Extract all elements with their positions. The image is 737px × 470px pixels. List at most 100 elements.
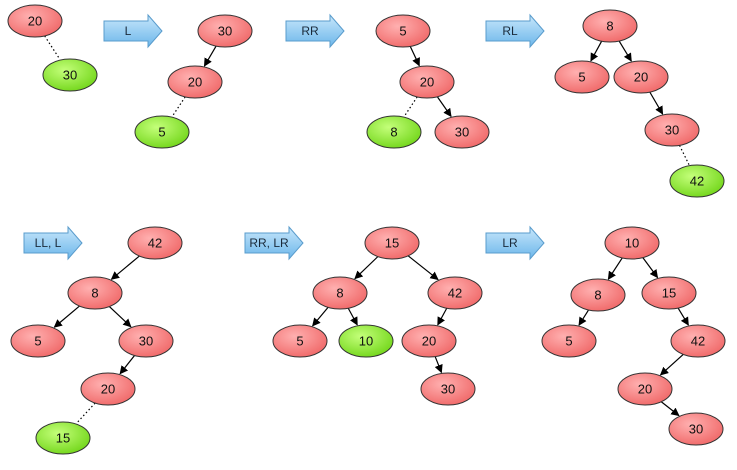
arrow-shape [244, 225, 304, 261]
rotation-arrow: RR [285, 13, 345, 49]
rotation-arrow: RL [485, 13, 545, 49]
node-ellipse [272, 324, 328, 358]
rotation-label: RL [502, 24, 518, 38]
node-ellipse [375, 14, 431, 48]
tree-node: 5 [272, 324, 328, 358]
node-value: 30 [218, 24, 232, 39]
tree-node: 30 [118, 324, 174, 358]
arrow-shape [103, 13, 163, 49]
node-ellipse [641, 276, 697, 310]
tree-edge [618, 40, 632, 62]
node-ellipse [10, 324, 66, 358]
tree-node: 15 [641, 276, 697, 310]
inserted-node: 30 [42, 58, 98, 92]
node-ellipse [617, 372, 673, 406]
node-value: 8 [336, 286, 343, 301]
arrow-shape [285, 13, 345, 49]
node-value: 15 [385, 236, 399, 251]
tree-node: 20 [7, 4, 63, 38]
rotation-arrow: L [103, 13, 163, 49]
tree-edge [110, 255, 140, 280]
arrow-shape [23, 225, 83, 261]
arrow-shape [485, 225, 545, 261]
tree-node: 5 [10, 324, 66, 358]
node-ellipse [613, 60, 669, 94]
tree-edge [407, 255, 439, 281]
node-ellipse [554, 60, 610, 94]
tree-node: 20 [401, 324, 457, 358]
tree-node: 42 [427, 276, 483, 310]
pending-insert-edge [171, 96, 186, 117]
node-value: 20 [634, 70, 648, 85]
tree-edge [660, 401, 680, 417]
node-ellipse [134, 115, 190, 149]
node-value: 42 [148, 236, 162, 251]
node-ellipse [197, 14, 253, 48]
tree-edge [53, 305, 80, 328]
rotation-arrow: LL, L [23, 225, 83, 261]
tree-node: 42 [127, 226, 183, 260]
tree-edge [677, 307, 689, 326]
node-ellipse [7, 4, 63, 38]
node-ellipse [127, 226, 183, 260]
node-ellipse [669, 164, 725, 198]
tree-node: 10 [604, 226, 660, 260]
pending-insert-edge [403, 96, 418, 117]
node-value: 8 [606, 19, 613, 34]
node-ellipse [312, 276, 368, 310]
tree-node: 30 [644, 113, 700, 147]
inserted-node: 15 [35, 421, 91, 455]
tree-node: 15 [364, 226, 420, 260]
inserted-node: 42 [669, 164, 725, 198]
node-ellipse [42, 58, 98, 92]
node-ellipse [604, 226, 660, 260]
tree-node: 30 [197, 14, 253, 48]
node-ellipse [399, 65, 455, 99]
tree-edge [642, 257, 659, 279]
edges-layer [44, 35, 690, 424]
node-value: 8 [390, 125, 397, 140]
pending-insert-edge [678, 145, 690, 166]
node-value: 42 [448, 286, 462, 301]
node-ellipse [434, 115, 490, 149]
pending-insert-edge [76, 402, 96, 424]
tree-node: 5 [375, 14, 431, 48]
node-ellipse [541, 324, 597, 358]
rotation-label: LL, L [35, 236, 62, 250]
tree-node: 8 [570, 278, 626, 312]
node-ellipse [401, 324, 457, 358]
node-value: 8 [91, 286, 98, 301]
node-ellipse [644, 113, 700, 147]
tree-node: 42 [670, 324, 726, 358]
operation-arrows-layer: L RR RL LL, L RR, LR LR [23, 13, 545, 261]
node-ellipse [420, 372, 476, 406]
node-ellipse [118, 324, 174, 358]
node-ellipse [80, 372, 136, 406]
tree-edge [434, 356, 443, 374]
pending-insert-edge [44, 35, 61, 60]
node-ellipse [668, 412, 724, 446]
node-value: 42 [691, 334, 705, 349]
rotation-label: RR, LR [249, 236, 289, 250]
tree-node: 5 [541, 324, 597, 358]
arrow-shape [485, 13, 545, 49]
node-value: 20 [420, 75, 434, 90]
node-value: 42 [690, 174, 704, 189]
tree-edge [436, 96, 452, 118]
inserted-node: 10 [338, 324, 394, 358]
tree-node: 30 [668, 412, 724, 446]
node-ellipse [366, 115, 422, 149]
tree-edge [119, 355, 136, 375]
tree-node: 20 [167, 65, 223, 99]
node-value: 20 [422, 334, 436, 349]
tree-edge [590, 40, 603, 62]
rotation-label: RR [301, 24, 319, 38]
node-ellipse [338, 324, 394, 358]
node-value: 8 [594, 288, 601, 303]
tree-edge [354, 256, 379, 280]
rotation-arrow: LR [485, 225, 545, 261]
rotation-label: L [125, 24, 132, 38]
node-value: 15 [662, 286, 676, 301]
node-ellipse [364, 226, 420, 260]
